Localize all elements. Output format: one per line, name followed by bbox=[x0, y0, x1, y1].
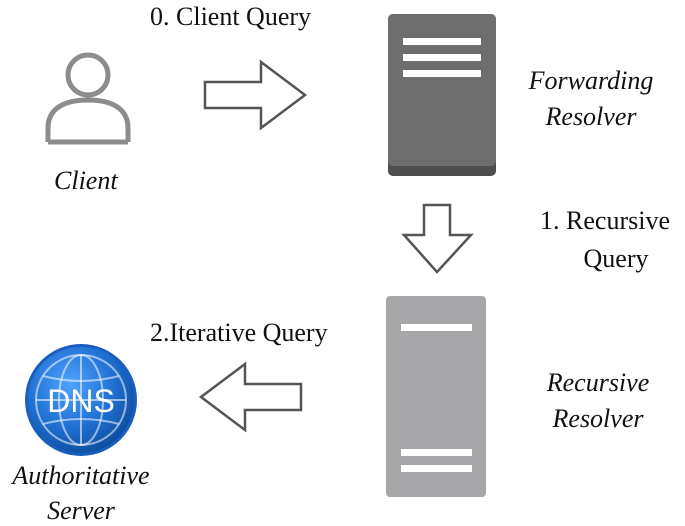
dns-logo-text: DNS bbox=[47, 383, 115, 419]
arrow-right-icon bbox=[203, 59, 308, 131]
forwarding-resolver-label-line1: Forwarding bbox=[528, 66, 654, 95]
user-icon bbox=[45, 52, 131, 145]
authoritative-server-label-line2: Server bbox=[47, 496, 115, 525]
recursive-resolver-label-line2: Resolver bbox=[552, 404, 644, 433]
recursive-query-label-line2: Query bbox=[583, 244, 649, 273]
forwarding-resolver-label-line2: Resolver bbox=[545, 102, 637, 131]
authoritative-server-label-line1: Authoritative bbox=[12, 461, 150, 490]
arrow-left-icon bbox=[198, 361, 303, 433]
arrow-down-icon bbox=[401, 203, 474, 274]
forwarding-resolver-label: Forwarding Resolver bbox=[528, 66, 654, 132]
recursive-query-label-line1: 1. Recursive bbox=[540, 206, 670, 235]
dns-globe-icon: DNS bbox=[25, 344, 137, 456]
iterative-query-label: 2.Iterative Query bbox=[150, 318, 328, 347]
recursive-resolver-label-line1: Recursive bbox=[546, 368, 650, 397]
client-query-label: 0. Client Query bbox=[150, 2, 312, 31]
forwarding-resolver-server-icon bbox=[388, 14, 496, 176]
client-label: Client bbox=[54, 166, 118, 195]
recursive-resolver-label: Recursive Resolver bbox=[538, 368, 658, 434]
recursive-query-label: 1. Recursive Query bbox=[524, 206, 685, 274]
authoritative-server-label: Authoritative Server bbox=[0, 461, 162, 526]
recursive-resolver-server-icon bbox=[386, 296, 486, 497]
